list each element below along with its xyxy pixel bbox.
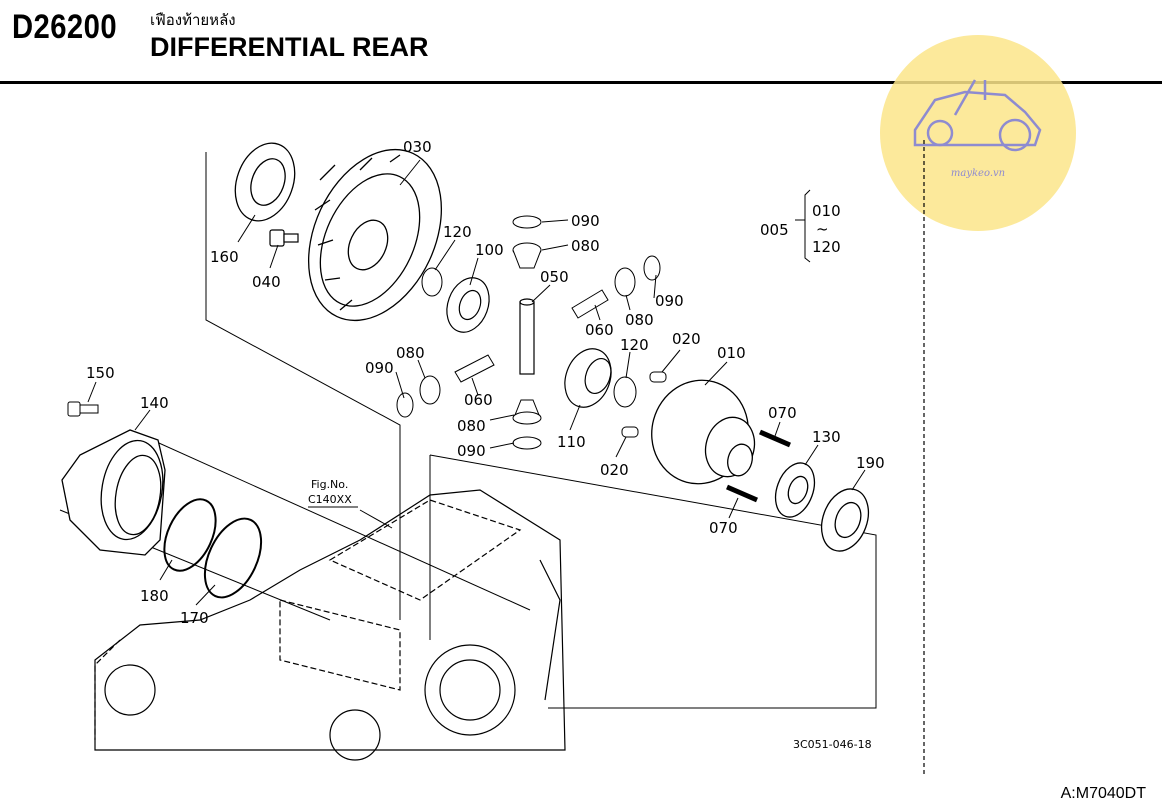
part-label-090-top: 090	[571, 212, 600, 230]
washer-120-upper	[421, 267, 443, 297]
pinion-shaft-050	[519, 298, 535, 375]
bearing-190	[820, 488, 870, 552]
differential-case-010	[651, 379, 756, 485]
model-id: A:M7040DT	[1060, 785, 1146, 802]
part-label-080-top: 080	[571, 237, 600, 255]
header-divider	[0, 81, 1162, 84]
washer-090-right	[643, 255, 661, 281]
fig-ref-code: C140XX	[308, 493, 352, 506]
part-label-050: 050	[540, 268, 569, 286]
pinion-gear-080-left	[419, 375, 441, 405]
page-code: D26200	[12, 8, 118, 46]
part-label-120-upper: 120	[443, 223, 472, 241]
part-label-090-left: 090	[365, 359, 394, 377]
part-label-170: 170	[180, 609, 209, 627]
part-label-100: 100	[475, 241, 504, 259]
washer-090-bottom	[512, 436, 542, 450]
part-label-005: 005	[760, 221, 789, 239]
part-label-060-upper: 060	[585, 321, 614, 339]
pinion-gear-080-bottom	[512, 399, 542, 425]
part-label-150: 150	[86, 364, 115, 382]
bolt-150	[67, 401, 99, 417]
ring-180	[163, 498, 217, 572]
drawing-code: 3C051-046-18	[793, 738, 872, 751]
washer-090-top	[512, 215, 542, 229]
part-label-040: 040	[252, 273, 281, 291]
bearing-130	[774, 462, 816, 518]
fig-ref-label: Fig.No.	[311, 478, 348, 491]
part-label-120-range: 120	[812, 238, 841, 256]
transmission-housing	[94, 489, 566, 761]
bearing-160	[234, 142, 296, 222]
part-label-090-bottom: 090	[457, 442, 486, 460]
washer-090-left	[396, 392, 414, 418]
bolt-040	[269, 229, 299, 247]
page-title: DIFFERENTIAL REAR	[150, 32, 429, 62]
part-label-080-bottom: 080	[457, 417, 486, 435]
part-label-160: 160	[210, 248, 239, 266]
part-label-130: 130	[812, 428, 841, 446]
part-label-090-right: 090	[655, 292, 684, 310]
shaft-060-lower	[454, 354, 495, 383]
side-gear-110	[564, 348, 612, 408]
washer-120-lower	[613, 376, 637, 408]
part-label-080-right: 080	[625, 311, 654, 329]
pinion-gear-080-top	[512, 242, 542, 269]
pin-070-lower	[726, 484, 758, 503]
part-label-020-upper: 020	[672, 330, 701, 348]
part-label-120-lower: 120	[620, 336, 649, 354]
part-label-010-range: 010	[812, 202, 841, 220]
part-label-060-lower: 060	[464, 391, 493, 409]
part-label-070-upper: 070	[768, 404, 797, 422]
part-label-070-lower: 070	[709, 519, 738, 537]
watermark-logo: maykeo.vn	[880, 35, 1076, 231]
part-label-140: 140	[140, 394, 169, 412]
part-label-110: 110	[557, 433, 586, 451]
part-label-010: 010	[717, 344, 746, 362]
leader-lines	[87, 159, 866, 606]
ring-170	[203, 517, 263, 599]
ring-gear-030	[307, 148, 443, 322]
part-label-080-left: 080	[396, 344, 425, 362]
part-label-020-lower: 020	[600, 461, 629, 479]
watermark-text: maykeo.vn	[951, 168, 1005, 179]
part-label-190: 190	[856, 454, 885, 472]
shaft-060-upper	[571, 289, 609, 319]
cover-140	[61, 429, 166, 556]
part-label-180: 180	[140, 587, 169, 605]
range-separator: ~	[816, 220, 829, 238]
side-gear-100	[446, 277, 490, 333]
pinion-gear-080-right	[614, 267, 636, 297]
pin-020-upper	[649, 371, 667, 383]
part-label-030: 030	[403, 138, 432, 156]
pin-070-upper	[759, 429, 791, 448]
pin-020-lower	[621, 426, 639, 438]
page-title-thai: เฟืองท้ายหลัง	[150, 11, 236, 29]
